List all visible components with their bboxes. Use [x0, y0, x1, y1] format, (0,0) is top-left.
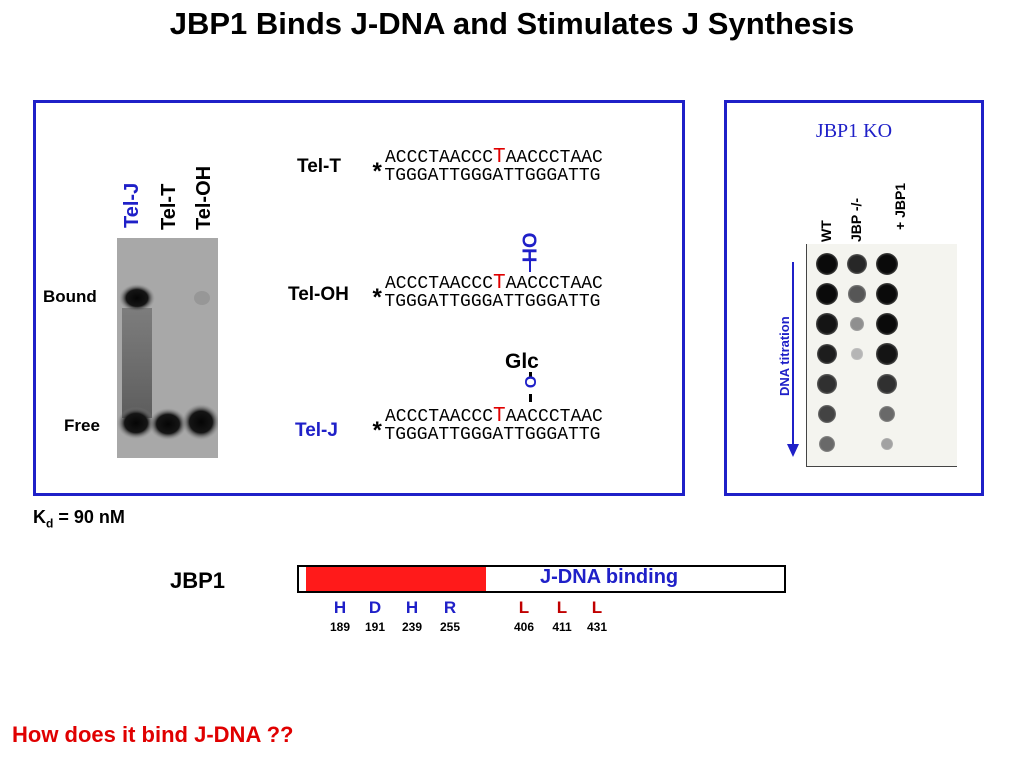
- seq-top-tel-oh: ACCCTAACCCTAACCCTAAC: [385, 272, 603, 295]
- seq-top-tel-j: ACCCTAACCCTAACCCTAAC: [385, 405, 603, 428]
- blot-dot: [817, 374, 837, 394]
- seq-label-tel-j: Tel-J: [295, 420, 338, 441]
- thymidine-hydroxylase-domain: [306, 567, 486, 591]
- bound-label: Bound: [43, 287, 97, 306]
- slide-title: JBP1 Binds J-DNA and Stimulates J Synthe…: [169, 6, 855, 41]
- blot-dot: [877, 374, 897, 394]
- seq-bottom-tel-oh: *TGGGATTGGGATTGGGATTG: [370, 287, 601, 314]
- blot-dot: [819, 436, 835, 452]
- dot-blot-panel: [724, 100, 984, 496]
- faint-band-tel-oh: [194, 291, 210, 305]
- bound-band-tel-j: [119, 284, 155, 312]
- blot-dot: [880, 437, 894, 451]
- residue-number: 431: [586, 620, 608, 634]
- residue-number: 406: [513, 620, 535, 634]
- modified-base: T: [493, 272, 506, 295]
- residue-letter: L: [556, 598, 568, 617]
- residue-letter: H: [333, 598, 347, 617]
- residue-letter: L: [518, 598, 530, 617]
- o-link: O: [521, 375, 539, 389]
- seq-bottom-tel-t: *TGGGATTGGGATTGGGATTG: [370, 161, 601, 188]
- free-label: Free: [64, 416, 100, 435]
- seq-label-tel-oh: Tel-OH: [288, 284, 349, 305]
- titration-arrow: [787, 262, 799, 457]
- dot-blot-title: JBP1 KO: [815, 120, 893, 142]
- blot-dot: [816, 343, 838, 365]
- residue-letter: D: [368, 598, 382, 617]
- protein-name: JBP1: [170, 568, 226, 593]
- blot-dot: [876, 343, 898, 365]
- residue-number: 411: [552, 620, 572, 634]
- column-label-jbp-ko: JBP -/-: [848, 197, 864, 242]
- residue-number: 255: [439, 620, 461, 634]
- seq-label-tel-t: Tel-T: [297, 156, 341, 177]
- titration-label: DNA titration: [777, 316, 792, 396]
- gel-image: [117, 238, 218, 458]
- blot-dot: [816, 313, 838, 335]
- glc-label: Glc: [505, 350, 539, 373]
- residue-number: 191: [364, 620, 386, 634]
- oh-bond: [529, 258, 531, 272]
- lane-label-tel-t: Tel-T: [158, 183, 180, 230]
- domain-label: J-DNA binding: [540, 566, 679, 588]
- free-band-tel-oh: [182, 404, 218, 440]
- seq-bottom-tel-j: *TGGGATTGGGATTGGGATTG: [370, 420, 601, 447]
- blot-dot: [876, 313, 898, 335]
- blot-dot: [850, 317, 864, 331]
- residue-letter: L: [591, 598, 603, 617]
- blot-dot: [816, 283, 838, 305]
- oh-group: OH: [517, 232, 540, 263]
- o-bond: [529, 394, 532, 402]
- blot-dot: [876, 253, 898, 275]
- free-band-tel-t: [149, 408, 187, 440]
- blot-dot: [876, 283, 898, 305]
- modified-base: T: [493, 405, 506, 428]
- column-label-wt: WT: [818, 220, 834, 242]
- blot-dot: [848, 285, 866, 303]
- blot-dot: [851, 348, 863, 360]
- residue-letter: H: [405, 598, 419, 617]
- blot-dot: [879, 406, 895, 422]
- blot-dot: [816, 253, 838, 275]
- residue-letter: R: [443, 598, 457, 617]
- residue-number: 189: [329, 620, 351, 634]
- modified-base: T: [493, 146, 506, 169]
- free-band-tel-j: [117, 407, 155, 439]
- lane-label-tel-j: Tel-J: [121, 182, 143, 228]
- residue-number: 239: [401, 620, 423, 634]
- blot-dot: [846, 253, 868, 275]
- kd-value: Kd = 90 nM: [33, 507, 125, 531]
- column-label-plus-jbp1: + JBP1: [892, 182, 908, 230]
- lane-label-tel-oh: Tel-OH: [193, 165, 215, 230]
- question-text: How does it bind J-DNA ??: [12, 722, 294, 747]
- seq-top-tel-t: ACCCTAACCCTAACCCTAAC: [385, 146, 603, 169]
- glc-bond: [529, 372, 532, 378]
- binding-panel: [33, 100, 685, 496]
- blot-dot: [817, 404, 837, 424]
